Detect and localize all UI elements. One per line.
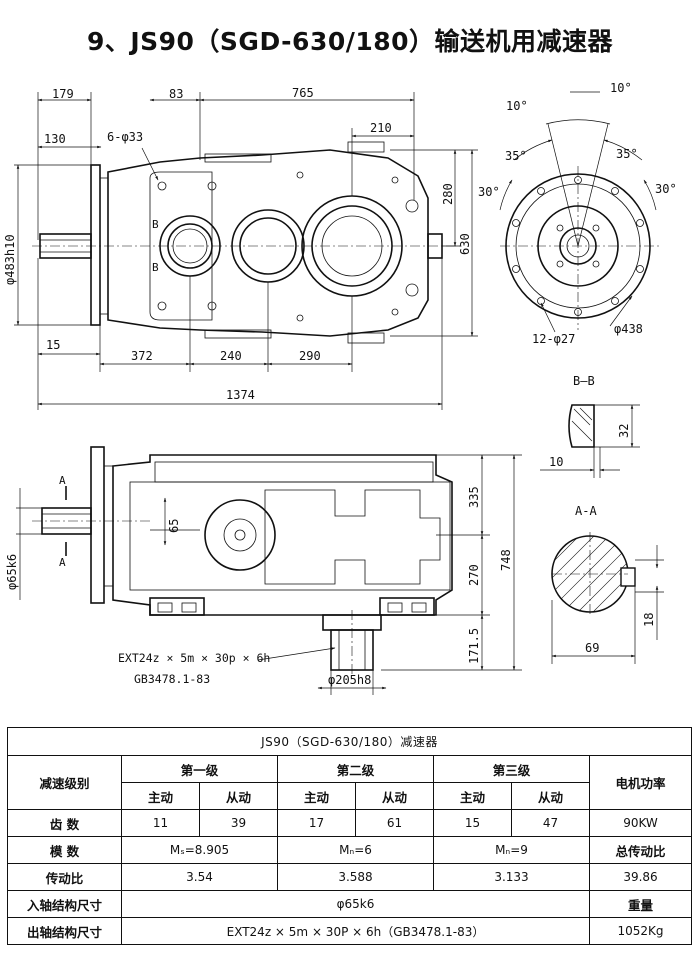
section-marker-a-top: A	[59, 474, 66, 487]
module-value: Mₙ=6	[277, 836, 434, 864]
stage-3-driving: 主动	[433, 782, 512, 810]
dim-1374: 1374	[226, 388, 255, 402]
dim-18: 18	[642, 613, 656, 627]
stage-2-header: 第二级	[277, 755, 434, 783]
table-row: 主动 从动 主动 从动 主动 从动	[8, 782, 692, 810]
dim-69: 69	[585, 641, 599, 655]
end-view: 10° 10° 35° 35° 30° 30° 12-φ27 φ438	[478, 81, 677, 346]
teeth-value: 39	[199, 809, 278, 837]
dim-630: 630	[458, 233, 472, 255]
teeth-value: 11	[121, 809, 200, 837]
stage-2-driving: 主动	[277, 782, 356, 810]
dim-240: 240	[220, 349, 242, 363]
angle-30-left: 30°	[478, 185, 500, 199]
dim-130: 130	[44, 132, 66, 146]
module-value: Mₛ=8.905	[121, 836, 278, 864]
table-caption: JS90（SGD-630/180）减速器	[6, 727, 693, 756]
dim-phi483h10: φ483h10	[3, 234, 17, 285]
stage-1-header: 第一级	[121, 755, 278, 783]
table-caption-row: JS90（SGD-630/180）减速器	[6, 727, 693, 756]
top-view: 179 83 765 130 6-φ33 210 φ483h10 280 630…	[3, 86, 478, 410]
total-ratio-value: 39.86	[588, 863, 693, 891]
section-bb: B—B 32 10	[540, 374, 640, 478]
section-marker-b-bottom: B	[152, 261, 159, 274]
table-row: 齿 数 11 39 17 61 15 47 90KW	[7, 809, 693, 837]
teeth-value: 15	[433, 809, 512, 837]
input-shaft-label: 入轴结构尺寸	[7, 890, 122, 918]
table-row: 传动比 3.54 3.588 3.133 39.86	[7, 863, 693, 891]
ratio-value: 3.588	[277, 863, 434, 891]
dim-6-phi33: 6-φ33	[107, 130, 143, 144]
dim-65: 65	[167, 519, 181, 533]
module-label: 模 数	[7, 836, 122, 864]
dim-179: 179	[52, 87, 74, 101]
page-title: 9、JS90（SGD-630/180）输送机用减速器	[86, 27, 614, 56]
table-row: 出轴结构尺寸 EXT24z × 5m × 30P × 6h（GB3478.1-8…	[7, 917, 693, 945]
dim-83: 83	[169, 87, 183, 101]
dim-335: 335	[467, 486, 481, 508]
dim-10: 10	[549, 455, 563, 469]
input-shaft-value: φ65k6	[121, 890, 590, 918]
dim-210: 210	[370, 121, 392, 135]
dim-372: 372	[131, 349, 153, 363]
side-view: A A 65 φ65k6 335 748 270 171.5 φ205h8 EX…	[5, 446, 522, 695]
dim-phi205h8: φ205h8	[328, 673, 371, 687]
stage-3-driven: 从动	[511, 782, 590, 810]
dim-290: 290	[299, 349, 321, 363]
motor-power-label: 电机功率	[588, 755, 693, 810]
engineering-drawing: 179 83 765 130 6-φ33 210 φ483h10 280 630…	[3, 81, 677, 695]
teeth-value: 17	[277, 809, 356, 837]
motor-power-value: 90KW	[588, 809, 693, 837]
ratio-value: 3.133	[433, 863, 590, 891]
stage-2-driven: 从动	[355, 782, 434, 810]
angle-35-right: 35°	[616, 147, 638, 161]
dim-765: 765	[292, 86, 314, 100]
angle-10-left: 10°	[506, 99, 528, 113]
dim-phi438: φ438	[614, 322, 643, 336]
angle-35-left: 35°	[505, 149, 527, 163]
stage-1-driving: 主动	[121, 782, 200, 810]
table-row: 入轴结构尺寸 φ65k6 重量	[7, 890, 693, 918]
dim-280: 280	[441, 183, 455, 205]
stage-1-driven: 从动	[199, 782, 278, 810]
table-row: 模 数 Mₛ=8.905 Mₙ=6 Mₙ=9 总传动比	[7, 836, 693, 864]
angle-30-right: 30°	[655, 182, 677, 196]
dim-171-5: 171.5	[467, 628, 481, 664]
dim-15: 15	[46, 338, 60, 352]
dim-phi65k6: φ65k6	[5, 554, 19, 590]
spline-standard-note: GB3478.1-83	[134, 672, 210, 686]
ratio-label: 传动比	[7, 863, 122, 891]
table-row: 减速级别 第一级 第二级 第三级 电机功率	[7, 755, 693, 810]
teeth-label: 齿 数	[7, 809, 122, 837]
stage-label: 减速级别	[7, 755, 122, 810]
teeth-value: 61	[355, 809, 434, 837]
dim-270: 270	[467, 564, 481, 586]
module-value: Mₙ=9	[433, 836, 590, 864]
total-ratio-label: 总传动比	[588, 836, 693, 864]
output-shaft-value: EXT24z × 5m × 30P × 6h（GB3478.1-83）	[121, 917, 590, 945]
weight-value: 1052Kg	[588, 917, 693, 945]
dim-32: 32	[617, 424, 631, 438]
angle-10-right: 10°	[610, 81, 632, 95]
stage-3-header: 第三级	[433, 755, 590, 783]
weight-label: 重量	[588, 890, 693, 918]
spline-spec-note: EXT24z × 5m × 30p × 6h	[118, 651, 270, 665]
section-marker-b-top: B	[152, 218, 159, 231]
teeth-value: 47	[511, 809, 590, 837]
section-bb-title: B—B	[573, 374, 595, 388]
dim-748: 748	[499, 549, 513, 571]
output-shaft-label: 出轴结构尺寸	[7, 917, 122, 945]
section-aa-title: A-A	[575, 504, 597, 518]
dim-12-phi27: 12-φ27	[532, 332, 575, 346]
spec-table: JS90（SGD-630/180）减速器 减速级别 第一级 第二级 第三级 电机…	[6, 727, 693, 945]
section-marker-a-bottom: A	[59, 556, 66, 569]
section-aa: A-A 18 69	[551, 504, 664, 664]
ratio-value: 3.54	[121, 863, 278, 891]
